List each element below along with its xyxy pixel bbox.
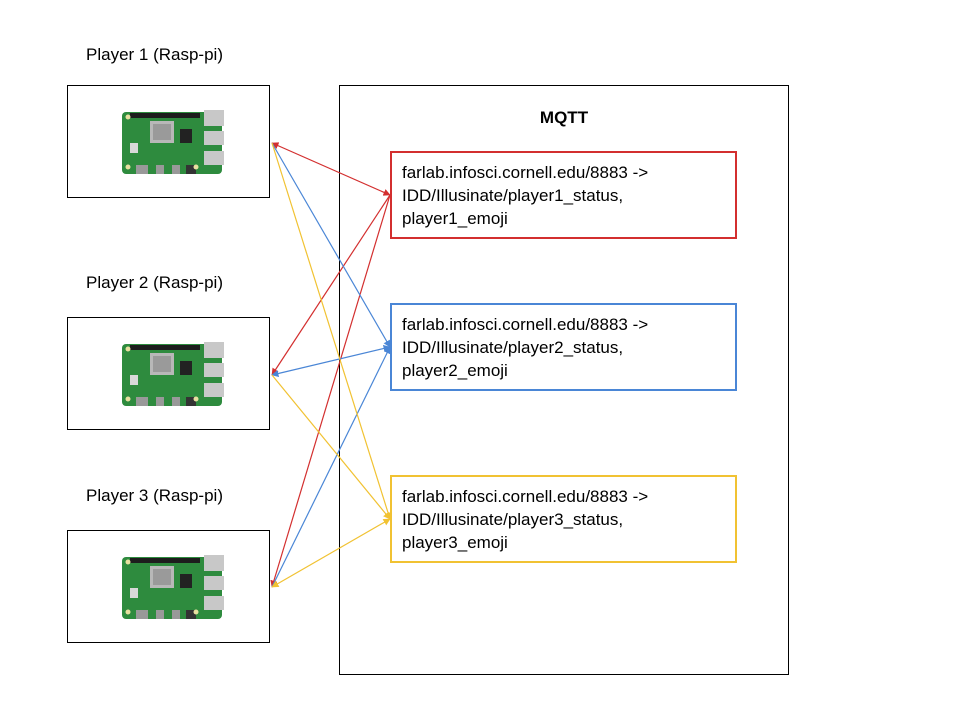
wire-player3-topic3 [271, 518, 391, 588]
topic-line: player2_emoji [402, 361, 508, 380]
topic-line: farlab.infosci.cornell.edu/8883 -> [402, 315, 649, 334]
topic-line: IDD/Illusinate/player2_status, [402, 338, 624, 357]
topic-line: player3_emoji [402, 533, 508, 552]
player-1-box [67, 85, 270, 198]
mqtt-broker-box: MQTT [339, 85, 789, 675]
topic-box-player3: farlab.infosci.cornell.edu/8883 -> IDD/I… [390, 475, 737, 563]
wire-topic1-player3 [270, 194, 391, 588]
topic-line: farlab.infosci.cornell.edu/8883 -> [402, 487, 649, 506]
wire-player1-topic1 [271, 142, 391, 196]
topic-line: IDD/Illusinate/player1_status, [402, 186, 624, 205]
raspberry-pi-board-icon [122, 342, 224, 406]
player-3-label: Player 3 (Rasp-pi) [86, 486, 223, 505]
wire-player2-topic3 [271, 374, 391, 520]
player-1-label: Player 1 (Rasp-pi) [86, 45, 223, 64]
topic-line: player1_emoji [402, 209, 508, 228]
player-2-label: Player 2 (Rasp-pi) [86, 273, 223, 292]
mqtt-title: MQTT [539, 108, 589, 127]
topic-line: IDD/Illusinate/player3_status, [402, 510, 624, 529]
raspberry-pi-board-icon [122, 555, 224, 619]
topic-box-player2: farlab.infosci.cornell.edu/8883 -> IDD/I… [390, 303, 737, 391]
wire-player1-topic2 [271, 142, 391, 348]
player-2-box [67, 317, 270, 430]
topic-line: farlab.infosci.cornell.edu/8883 -> [402, 163, 649, 182]
wire-player3-topic2 [271, 346, 391, 588]
wire-player1-topic3 [271, 142, 392, 520]
topic-box-player1: farlab.infosci.cornell.edu/8883 -> IDD/I… [390, 151, 737, 239]
raspberry-pi-board-icon [122, 110, 224, 174]
player-3-box [67, 530, 270, 643]
wire-player2-topic2 [271, 344, 391, 378]
wire-topic1-player2 [271, 194, 391, 376]
